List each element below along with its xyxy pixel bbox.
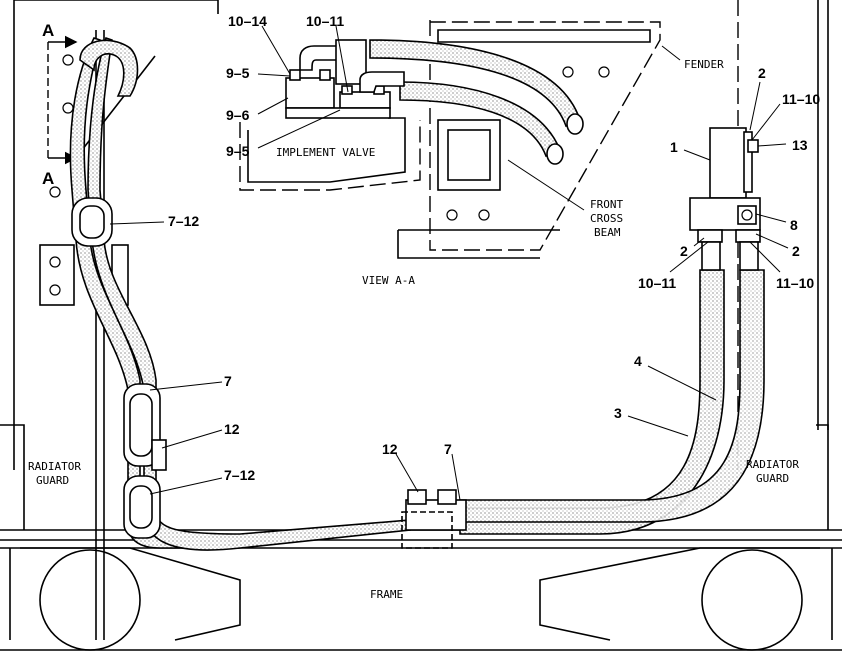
caption-front-cross-beam-2: CROSS xyxy=(590,212,623,225)
caption-front-cross-beam-3: BEAM xyxy=(594,226,621,239)
section-letter-bottom: A xyxy=(42,169,54,188)
view-a-a-inset xyxy=(239,20,661,259)
hose-assemblies xyxy=(69,36,765,551)
caption-fender: FENDER xyxy=(684,58,724,71)
callout-10-11-top: 10–11 xyxy=(306,13,344,29)
callout-12-clamp: 12 xyxy=(382,441,398,457)
callout-12-mid: 12 xyxy=(224,421,240,437)
caption-view-a-a: VIEW A-A xyxy=(362,274,415,287)
callout-7-mid: 7 xyxy=(224,373,232,389)
left-bracket-plate xyxy=(39,244,75,306)
caption-radiator-guard-left-2: GUARD xyxy=(36,474,69,487)
callout-1: 1 xyxy=(670,139,678,155)
caption-radiator-guard-right-1: RADIATOR xyxy=(746,458,799,471)
caption-implement-valve: IMPLEMENT VALVE xyxy=(276,146,375,159)
callout-3: 3 xyxy=(614,405,622,421)
valve-block-9-6 xyxy=(285,77,335,109)
manifold-1 xyxy=(709,127,747,199)
callout-9-6: 9–6 xyxy=(226,107,250,123)
callouts: 10–14 10–11 9–5 9–6 9–5 2 11–10 1 13 8 2… xyxy=(168,13,820,483)
callout-9-5-b: 9–5 xyxy=(226,143,250,159)
caption-frame: FRAME xyxy=(370,588,403,601)
caption-front-cross-beam-1: FRONT xyxy=(590,198,623,211)
callout-11-10-bottom: 11–10 xyxy=(776,275,814,291)
callout-2-right: 2 xyxy=(792,243,800,259)
clamp-bottom xyxy=(405,499,467,531)
callout-11-10-top: 11–10 xyxy=(782,91,820,107)
hose-clamps xyxy=(71,197,467,549)
callout-7-12-lower: 7–12 xyxy=(224,467,255,483)
callout-2-top: 2 xyxy=(758,65,766,81)
callout-7-12-upper: 7–12 xyxy=(168,213,199,229)
callout-9-5-a: 9–5 xyxy=(226,65,250,81)
caption-radiator-guard-right-2: GUARD xyxy=(756,472,789,485)
callout-2-left: 2 xyxy=(680,243,688,259)
right-manifold xyxy=(689,127,761,271)
leader-lines xyxy=(109,25,789,501)
caption-radiator-guard-left-1: RADIATOR xyxy=(28,460,81,473)
callout-8: 8 xyxy=(790,217,798,233)
callout-13: 13 xyxy=(792,137,808,153)
section-letter-top: A xyxy=(42,21,54,40)
callout-10-11-bottom: 10–11 xyxy=(638,275,676,291)
implement-valve-fittings xyxy=(285,39,405,119)
callout-10-14: 10–14 xyxy=(228,13,267,29)
captions: FENDER IMPLEMENT VALVE FRONT CROSS BEAM … xyxy=(28,58,799,601)
callout-7-clamp: 7 xyxy=(444,441,452,457)
callout-4: 4 xyxy=(634,353,642,369)
